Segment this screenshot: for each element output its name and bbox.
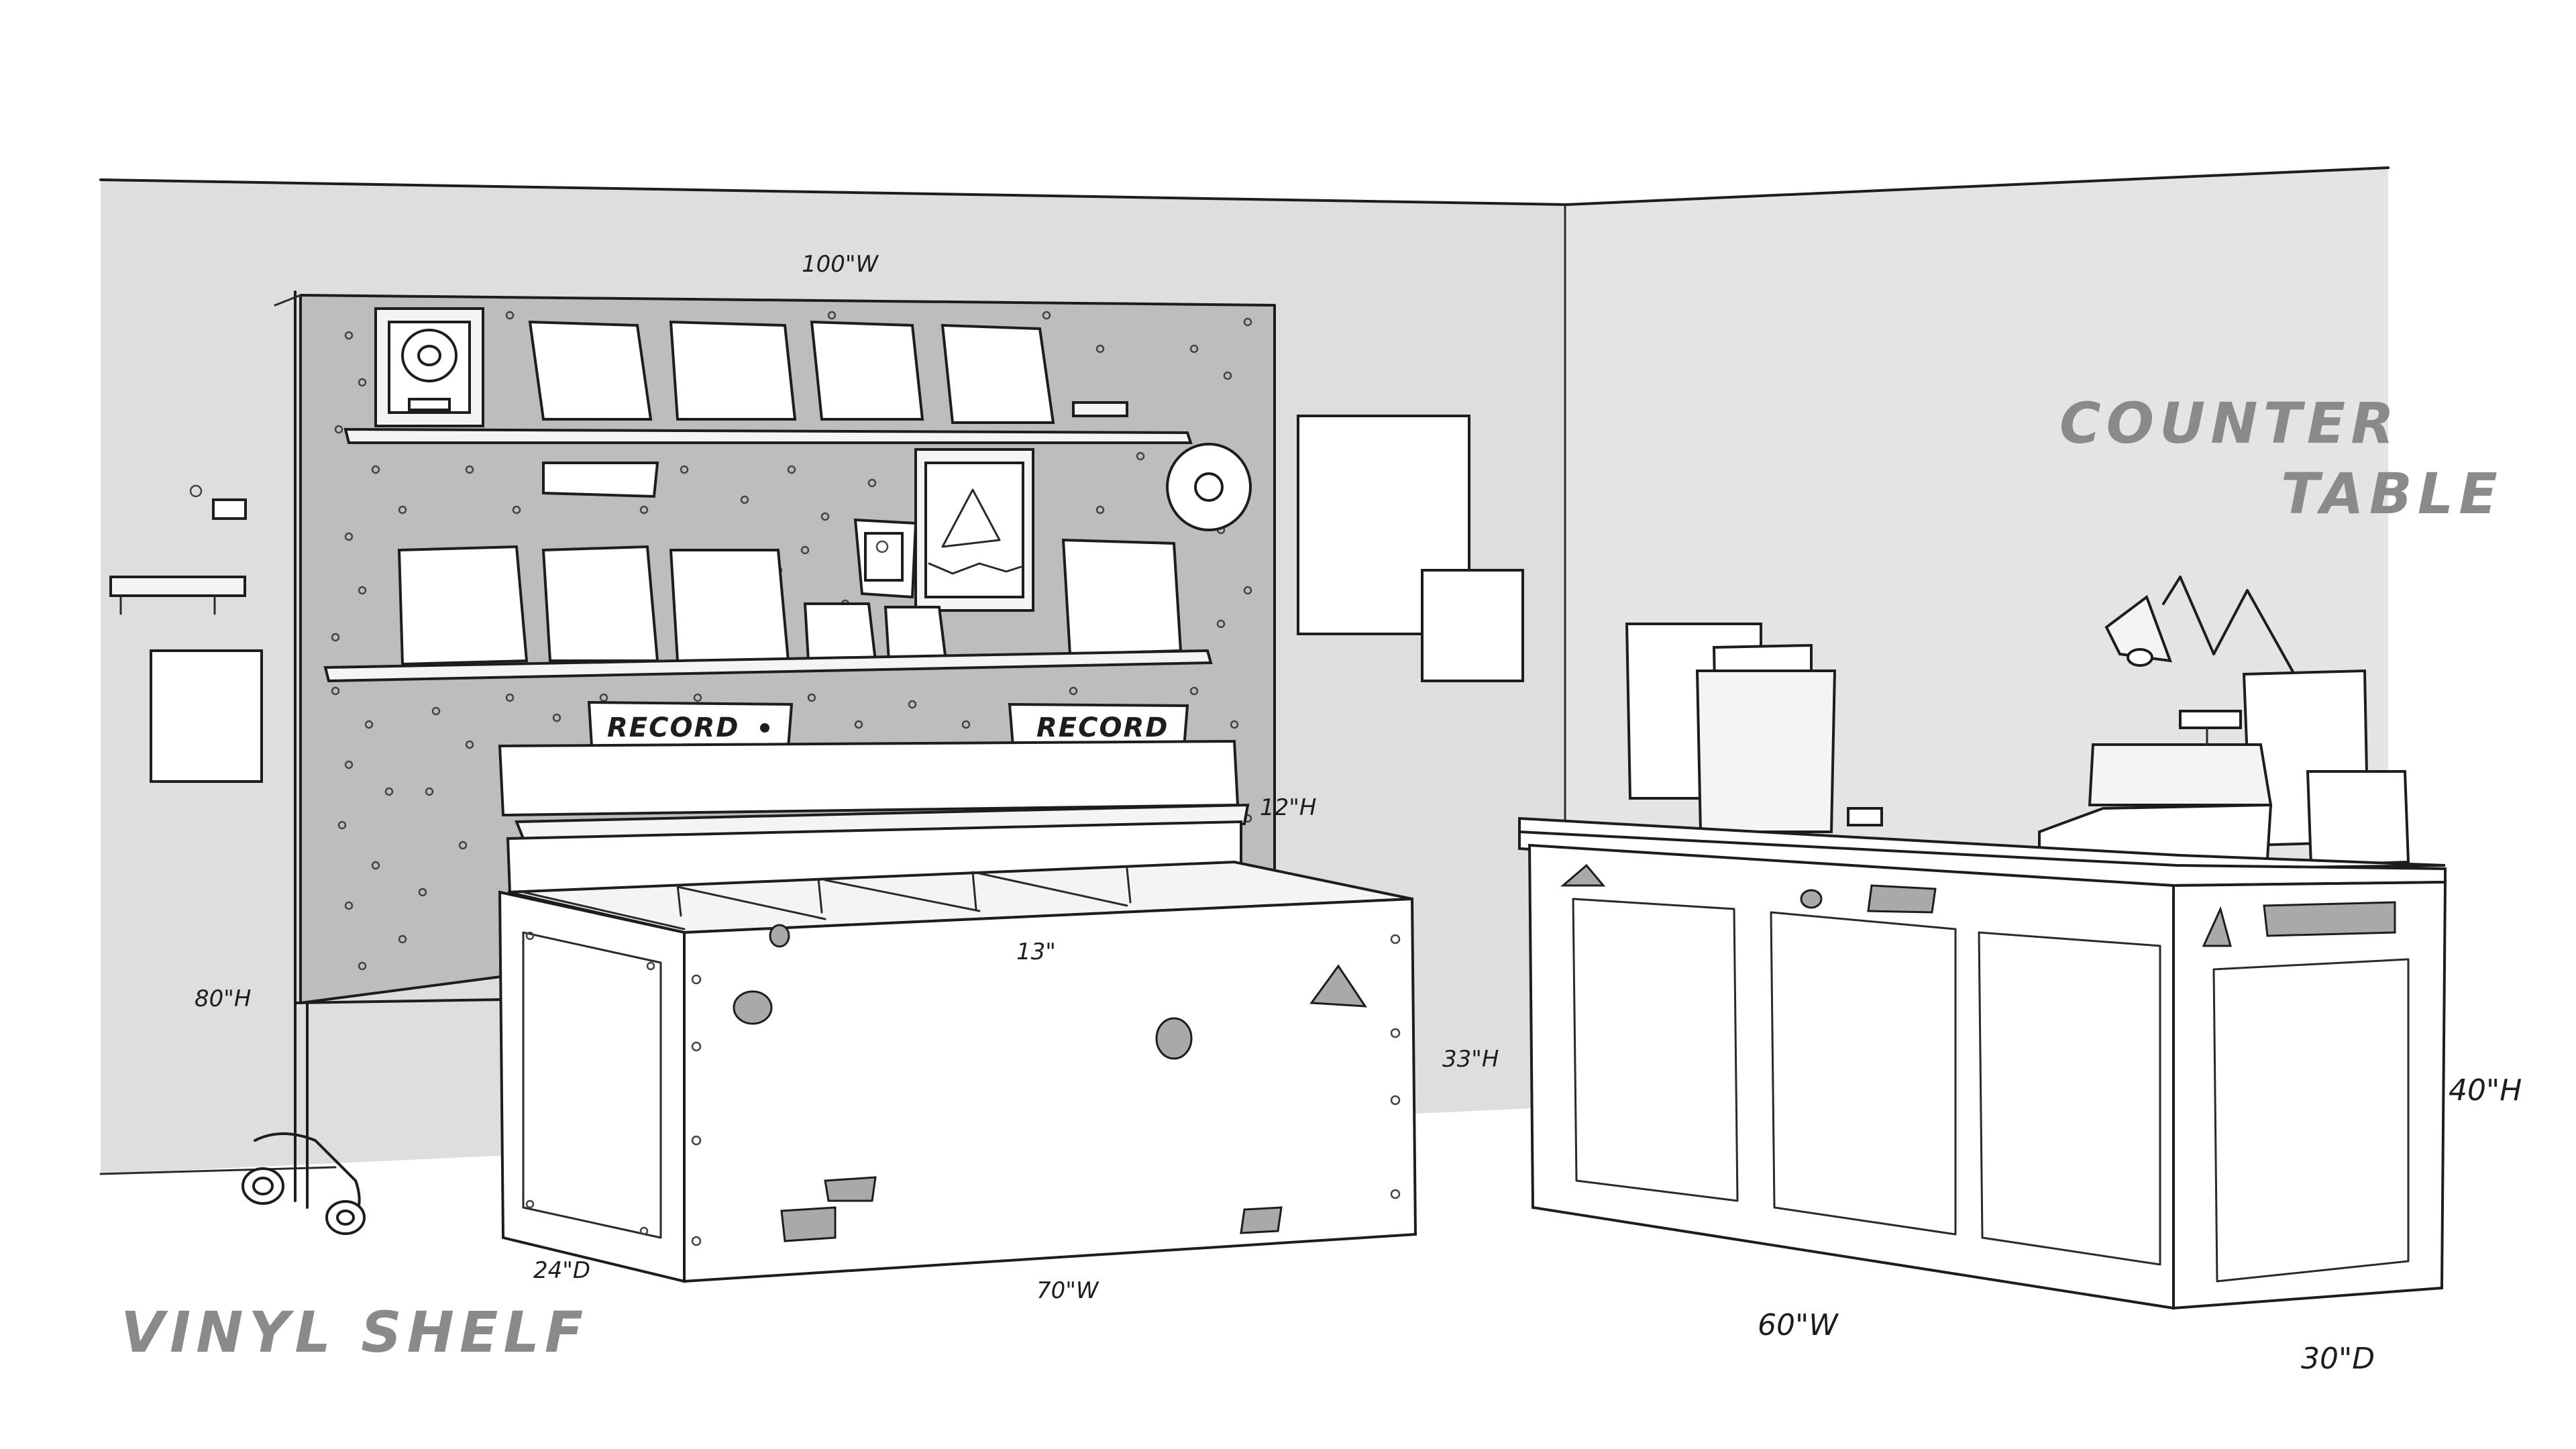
record-signs: RECORD RECORD [587,700,1189,750]
bottom-shelf-ledge [323,649,1213,683]
dim-rack-height: 12"H [1260,794,1316,821]
dim-counter-depth: 30"D [2301,1342,2375,1376]
bottom-shelf [323,538,1213,683]
middle-wall-art [542,448,1034,612]
dim-pegboard-height: 80"H [195,985,251,1012]
top-shelf-ledge [343,427,1193,444]
counter-front-panel [1527,843,2175,1310]
album-cover [669,320,797,421]
album-cover [1061,538,1183,656]
wall-shelf-bracket [109,484,247,615]
wall-poster-left [150,649,263,783]
record-sign-left-text: RECORD [607,712,740,743]
desk-lamp [2104,576,2296,676]
album-cover [810,320,924,421]
dim-counter-height: 40"H [2449,1073,2522,1108]
dim-bin-depth: 24"D [533,1257,590,1284]
record-sign-right-text: RECORD [1036,712,1169,743]
album-cover [397,545,529,666]
dim-bin-width: 70"W [1036,1277,1099,1304]
vinyl-shelf-label: VINYL SHELF [121,1299,588,1365]
counter-label-line1: COUNTER [2059,390,2400,456]
dim-bin-divider: 13" [1016,938,1056,965]
bin-stickers [733,990,773,1025]
dim-pegboard-width: 100"W [802,251,879,278]
counter-label-line2: TABLE [2281,461,2503,527]
dim-counter-width: 60"W [1758,1308,1839,1342]
counter-side-panel [2172,880,2447,1310]
wall-posters-middle [1297,415,1524,682]
cash-register [2038,669,2410,867]
album-cover [541,545,659,662]
counter-table: 40"H 60"W 30"D [1518,576,2522,1376]
album-cover [528,320,653,421]
caster-wheels [241,1132,366,1235]
bin-rack-back [498,739,1240,817]
album-cover [941,323,1055,424]
album-cover [669,549,790,662]
record-bin: 13" 12"H 33"H 24"D 70"W [498,739,1499,1304]
dim-bin-height: 33"H [1442,1046,1499,1073]
top-shelf [343,307,1252,531]
